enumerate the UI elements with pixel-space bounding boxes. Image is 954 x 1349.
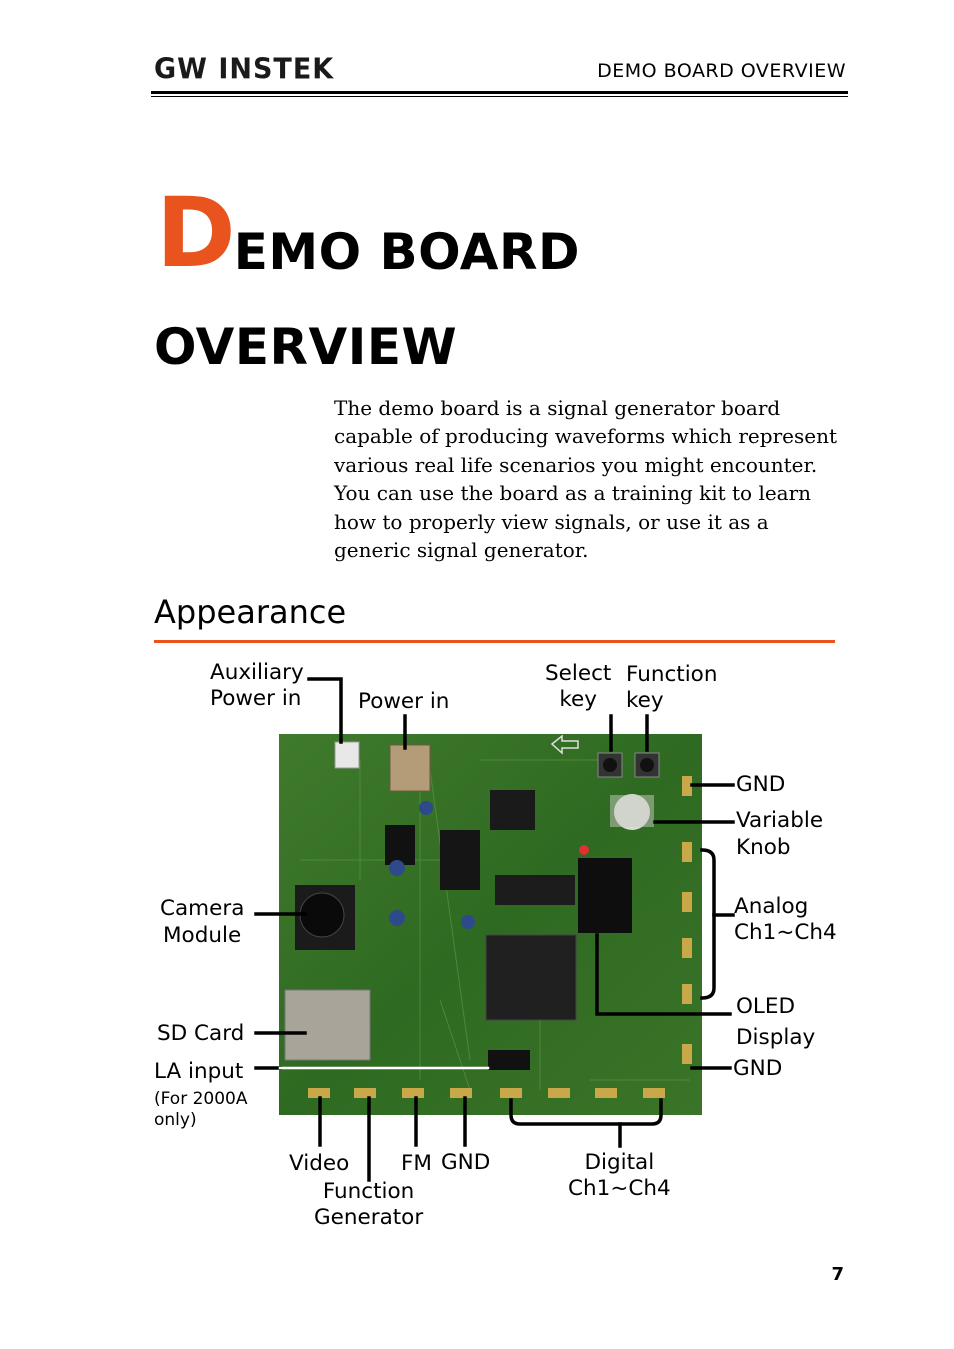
callout-text: Power in	[210, 686, 302, 711]
callout-text: Variable	[736, 808, 824, 833]
ic-chip	[485, 934, 577, 1021]
callout-gnd-top: GND	[736, 772, 786, 797]
callout-gnd-bottom: GND	[733, 1056, 783, 1081]
callout-text: Ch1~Ch4	[568, 1176, 671, 1201]
intro-line: generic signal generator.	[334, 538, 589, 563]
chapter-title-line1: DEMO BOARD	[156, 185, 580, 281]
la-header	[488, 1050, 530, 1070]
intro-line: how to properly view signals, or use it …	[334, 509, 769, 534]
callout-sd-card: SD Card	[157, 1021, 245, 1046]
callout-gnd-lower: GND	[441, 1150, 491, 1175]
callout-text: Function	[626, 662, 718, 687]
callout-text: Analog	[734, 894, 809, 919]
callout-camera: Camera Module	[160, 895, 244, 949]
callout-variable-knob: Variable Knob	[736, 807, 823, 861]
callout-text: OLED	[736, 994, 796, 1019]
ic-chip	[385, 825, 415, 865]
intro-line: capable of producing waveforms which rep…	[334, 424, 837, 449]
callout-text: key	[626, 688, 664, 713]
callout-text: Display	[736, 1025, 816, 1050]
chapter-title-line2: OVERVIEW	[154, 318, 458, 376]
power-jack	[389, 744, 431, 792]
intro-line: various real life scenarios you might en…	[334, 452, 818, 477]
callout-power-in: Power in	[358, 689, 450, 714]
callout-text: Knob	[736, 835, 791, 860]
callout-text: key	[559, 687, 597, 712]
callout-analog: Analog Ch1~Ch4	[734, 894, 837, 946]
page-number: 7	[831, 1264, 844, 1285]
ic-chip	[440, 830, 480, 890]
callout-text: (For 2000A	[154, 1089, 248, 1109]
callout-text: Module	[163, 923, 242, 948]
callout-text: Camera	[160, 896, 245, 921]
callout-aux-power: Auxiliary Power in	[210, 660, 304, 712]
callout-text: Ch1~Ch4	[734, 920, 837, 945]
callout-la-note: (For 2000A only)	[154, 1089, 248, 1131]
running-header: DEMO BOARD OVERVIEW	[597, 60, 846, 82]
ic-chip	[490, 790, 535, 830]
callout-oled: OLED Display	[736, 991, 815, 1053]
brand-logo: GW INSTEK	[154, 53, 335, 86]
callout-text: only)	[154, 1110, 197, 1130]
callout-text: Select	[545, 661, 612, 686]
intro-line: You can use the board as a training kit …	[334, 481, 812, 506]
callout-function-key: Function key	[626, 662, 717, 714]
arrow-marking	[550, 734, 579, 755]
callout-text: Digital	[584, 1150, 655, 1175]
callout-lines	[254, 677, 735, 1182]
right-connectors	[682, 776, 692, 1064]
aux-power-connector	[334, 741, 360, 769]
section-heading: Appearance	[154, 593, 347, 631]
callout-text: Auxiliary	[210, 660, 304, 685]
chapter-title-dropcap: D	[156, 177, 236, 289]
callout-text: Generator	[314, 1205, 424, 1230]
intro-paragraph: The demo board is a signal generator boa…	[334, 394, 844, 564]
callout-digital: Digital Ch1~Ch4	[568, 1150, 671, 1202]
callout-la-input: LA input	[154, 1059, 244, 1084]
oled-module	[578, 858, 632, 933]
header-rule-thick	[151, 91, 848, 94]
chapter-title-rest: EMO BOARD	[233, 223, 580, 281]
callout-video: Video	[289, 1151, 350, 1176]
ic-chip	[495, 875, 575, 905]
intro-line: The demo board is a signal generator boa…	[334, 396, 781, 420]
bottom-connectors	[308, 1088, 665, 1098]
pcb-traces	[300, 759, 690, 1091]
callout-fm: FM	[401, 1151, 432, 1176]
callout-function-generator: Function Generator	[314, 1179, 423, 1231]
section-rule	[154, 640, 835, 643]
sd-card-slot	[284, 989, 371, 1061]
callout-select-key: Select key	[545, 661, 611, 713]
callout-text: Function	[322, 1179, 415, 1204]
header-rule-thin	[151, 96, 848, 97]
